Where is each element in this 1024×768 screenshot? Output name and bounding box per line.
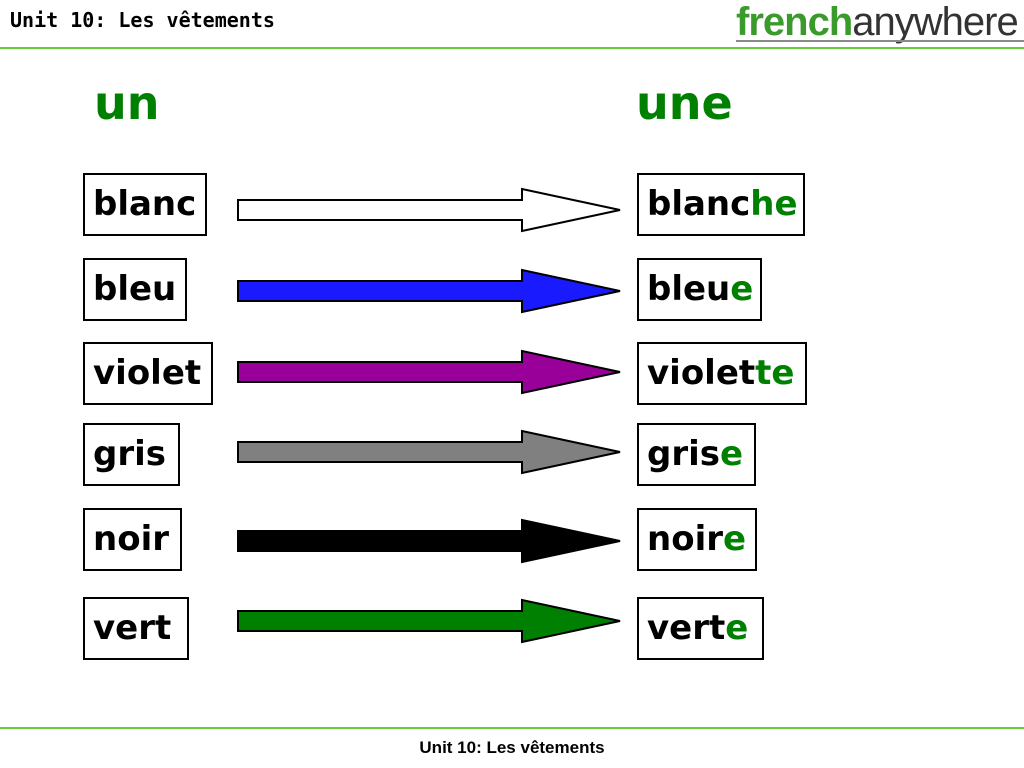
masculine-word-box: gris — [83, 423, 180, 486]
arrow-right-icon — [237, 187, 621, 233]
feminine-word-stem: blanc — [647, 184, 751, 224]
feminine-word-stem: vert — [647, 608, 726, 648]
bottom-divider — [0, 727, 1024, 729]
footer-title: Unit 10: Les vêtements — [419, 738, 605, 757]
feminine-ending: e — [730, 269, 754, 309]
arrow-right-icon — [237, 429, 621, 475]
feminine-ending: e — [725, 608, 749, 648]
feminine-word-box: violette — [637, 342, 807, 405]
feminine-word-stem: gris — [647, 434, 720, 474]
masculine-word: noir — [93, 519, 169, 559]
feminine-word-stem: violet — [647, 353, 756, 393]
arrow-right-icon — [237, 268, 621, 314]
feminine-word-box: blanche — [637, 173, 805, 236]
feminine-word-stem: bleu — [647, 269, 731, 309]
feminine-heading: une — [636, 76, 733, 130]
masculine-word-box: noir — [83, 508, 182, 571]
arrow-right-icon — [237, 598, 621, 644]
masculine-word-box: bleu — [83, 258, 187, 321]
feminine-word-box: grise — [637, 423, 756, 486]
arrow-right-icon — [237, 349, 621, 395]
feminine-word-box: verte — [637, 597, 764, 660]
masculine-word: vert — [93, 608, 172, 648]
header-title: Unit 10: Les vêtements — [10, 8, 275, 32]
feminine-word-box: bleue — [637, 258, 762, 321]
masculine-word: violet — [93, 353, 202, 393]
masculine-word-box: violet — [83, 342, 213, 405]
masculine-word: bleu — [93, 269, 177, 309]
masculine-word-box: blanc — [83, 173, 207, 236]
feminine-word-box: noire — [637, 508, 757, 571]
feminine-word-stem: noir — [647, 519, 723, 559]
feminine-ending: he — [750, 184, 798, 224]
masculine-word: gris — [93, 434, 166, 474]
top-divider — [0, 47, 1024, 49]
logo-underline — [736, 40, 1024, 42]
feminine-ending: e — [723, 519, 747, 559]
logo-anywhere-text: anywhere — [852, 0, 1018, 44]
masculine-word: blanc — [93, 184, 197, 224]
feminine-ending: te — [755, 353, 795, 393]
masculine-word-box: vert — [83, 597, 189, 660]
arrow-right-icon — [237, 518, 621, 564]
masculine-heading: un — [94, 76, 160, 130]
frenchanywhere-logo: frenchanywhere — [736, 0, 1019, 46]
feminine-ending: e — [720, 434, 744, 474]
logo-french-text: french — [736, 0, 853, 44]
